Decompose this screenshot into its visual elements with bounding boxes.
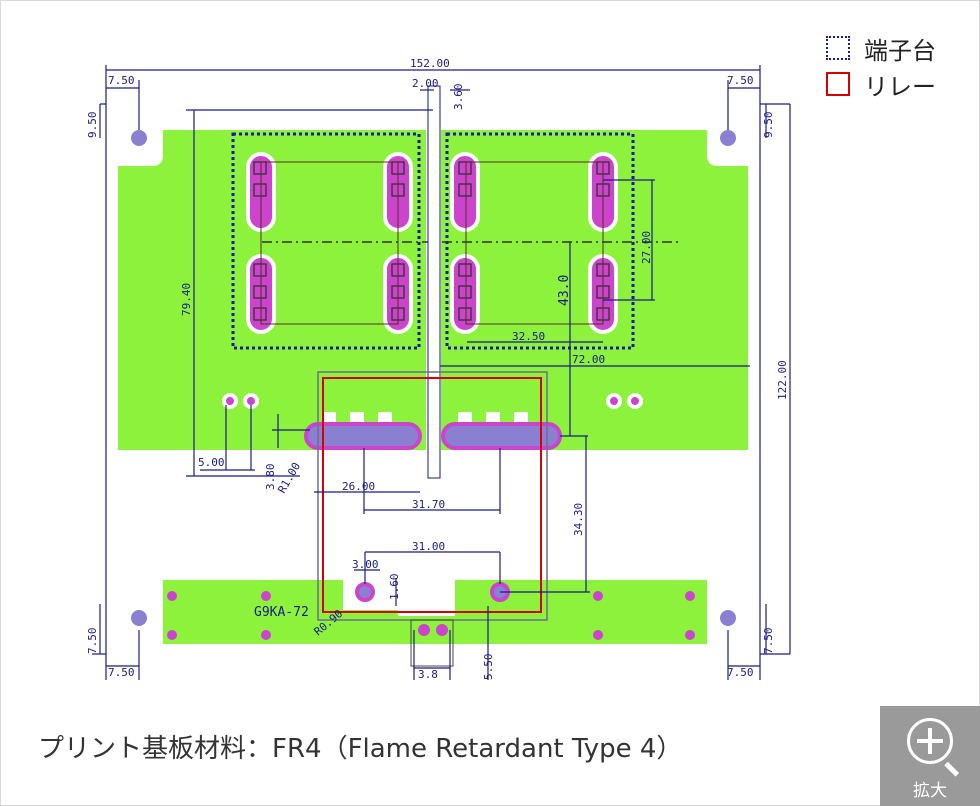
- dimension-lines: [92, 65, 791, 680]
- caption: プリント基板材料：FR4（Flame Retardant Type 4）: [38, 734, 683, 764]
- dim-center-slot: 2.00: [412, 77, 439, 90]
- relay-outline: [322, 377, 542, 613]
- terminal-block-right: [445, 132, 635, 350]
- zoom-button[interactable]: 拡大: [880, 706, 980, 806]
- small-pad-rings: [221, 398, 229, 406]
- terminal-swatch: [826, 36, 850, 60]
- legend-label-terminal: 端子台: [864, 36, 936, 65]
- dim-hole-bottom-y-left: 7.50: [86, 628, 99, 655]
- dim-hole-right-x: 7.50: [727, 74, 754, 87]
- legend-label-relay: リレー: [864, 72, 936, 101]
- mount-hole: [716, 606, 740, 630]
- copper-lower-left: [163, 580, 343, 644]
- center-slot: [427, 85, 441, 479]
- dim-terminal-span: 43.0: [557, 275, 572, 306]
- dim-overall-height: 122.00: [776, 360, 789, 400]
- terminal-block-left: [231, 132, 421, 350]
- terminal-outlines: [231, 132, 635, 350]
- dim-coil-pin-gap: 1.60: [388, 574, 401, 601]
- dim-small-gap: 3.80: [264, 464, 277, 491]
- dim-pin-pitch-h: 32.50: [512, 330, 545, 343]
- mount-hole: [127, 606, 151, 630]
- dim-terminal-height: 79.40: [180, 283, 193, 316]
- dim-small-pitch: 5.00: [198, 456, 225, 469]
- dim-coil-offset: 34.30: [572, 503, 585, 536]
- dim-hole-bottom-x-left: 7.50: [108, 666, 135, 679]
- dim-connector-offset: 5.50: [482, 654, 495, 681]
- relay-swatch: [826, 72, 850, 96]
- dim-hole-top-y-left: 9.50: [86, 112, 99, 139]
- part-label: G9KA-72: [254, 605, 309, 620]
- dim-slot-offset: 3.60: [452, 84, 465, 111]
- dim-coil-pin: 3.00: [352, 558, 379, 571]
- legend-item-relay: リレー: [826, 66, 936, 102]
- dim-hole-bottom-x-right: 7.50: [727, 666, 754, 679]
- dim-coil-pitch: 31.00: [412, 540, 445, 553]
- relay-tab-left: [304, 422, 422, 450]
- dim-block-width: 72.00: [572, 353, 605, 366]
- dim-tab-pitch: 31.70: [412, 498, 445, 511]
- dim-connector-pitch: 3.8: [418, 668, 438, 681]
- legend: 端子台 リレー: [826, 30, 936, 102]
- connector-outline: [410, 619, 454, 667]
- pad-slot: [450, 152, 480, 232]
- tab-notches: [322, 412, 528, 422]
- dim-hole-top-y-right: 9.50: [762, 112, 775, 139]
- dim-hole-bottom-y-right: 7.50: [762, 628, 775, 655]
- dim-radius-1: R1.00: [275, 460, 303, 495]
- dim-hole-left-x: 7.50: [108, 74, 135, 87]
- lower-pads: [167, 591, 695, 640]
- small-pads: [222, 393, 643, 409]
- relay-tabs: [304, 422, 562, 450]
- dim-pin-pitch-v: 27.00: [640, 231, 653, 264]
- mounting-holes: [127, 126, 740, 630]
- copper-lower-left2: [343, 610, 398, 644]
- zoom-label: 拡大: [913, 781, 947, 801]
- inner-traces: [260, 161, 604, 325]
- mount-hole: [716, 126, 740, 150]
- dim-tab-offset: 26.00: [342, 480, 375, 493]
- mount-hole: [127, 126, 151, 150]
- legend-item-terminal: 端子台: [826, 30, 936, 66]
- relay-tab-right: [441, 422, 562, 450]
- dim-overall-width: 152.00: [410, 57, 450, 70]
